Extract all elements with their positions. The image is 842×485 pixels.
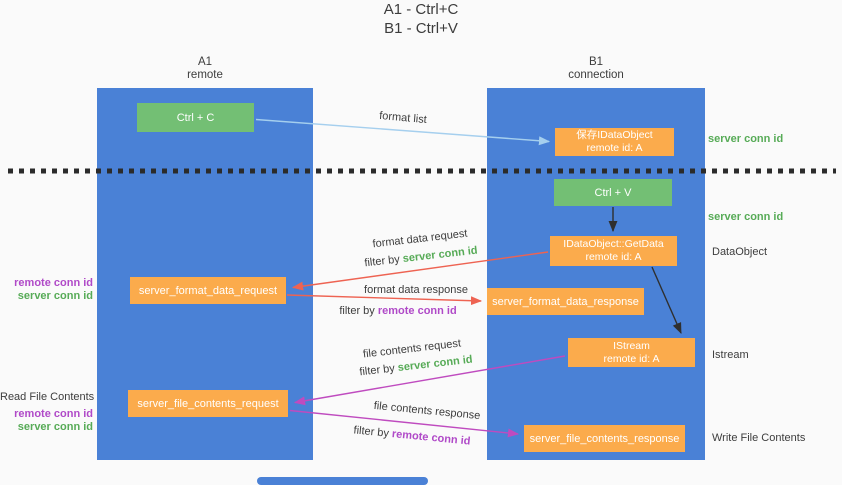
- label-server-conn-id-left-1: server conn id: [17, 290, 93, 302]
- node-save-dataobject-line1: 保存IDataObject: [576, 129, 653, 141]
- node-getdata-line1: IDataObject::GetData: [563, 238, 664, 250]
- title-line-2: B1 - Ctrl+V: [384, 20, 458, 37]
- label-conn-id-pair-2: remote conn id server conn id: [0, 408, 93, 434]
- left-column-header: A1 remote: [97, 56, 313, 82]
- label-server-conn-id-top: server conn id: [708, 133, 784, 145]
- right-column-header: B1 connection: [487, 56, 705, 82]
- label-istream: Istream: [712, 349, 749, 361]
- node-server-file-contents-request[interactable]: server_file_contents_request: [128, 390, 288, 417]
- node-istream[interactable]: IStream remote id: A: [568, 338, 695, 367]
- node-save-dataobject[interactable]: 保存IDataObject remote id: A: [555, 128, 674, 156]
- node-server-format-data-response-label: server_format_data_response: [492, 295, 639, 308]
- left-column-subtitle: remote: [187, 69, 223, 81]
- node-server-file-contents-response-label: server_file_contents_response: [529, 432, 680, 445]
- node-server-file-contents-response[interactable]: server_file_contents_response: [524, 425, 685, 452]
- node-server-format-data-request[interactable]: server_format_data_request: [130, 277, 286, 304]
- title-line-1: A1 - Ctrl+C: [383, 1, 459, 18]
- label-write-file-contents: Write File Contents: [712, 432, 806, 444]
- label-format-list: format list: [378, 109, 428, 127]
- label-filter-by-remote-conn-id-1: filter by remote conn id: [339, 305, 457, 317]
- node-save-dataobject-line2: remote id: A: [586, 142, 643, 154]
- label-read-file-contents: Read File Contents: [0, 391, 95, 403]
- node-ctrl-c[interactable]: Ctrl + C: [137, 103, 254, 132]
- label-remote-conn-id-2: remote conn id: [14, 408, 93, 420]
- node-istream-line2: remote id: A: [603, 352, 660, 365]
- right-column-name: B1: [588, 56, 604, 68]
- horizontal-scrollbar-thumb[interactable]: [257, 477, 428, 485]
- node-ctrl-v-label: Ctrl + V: [594, 186, 632, 199]
- label-file-contents-response: file contents response: [373, 399, 481, 423]
- label-filter-by-remote-conn-id-2: filter by remote conn id: [353, 424, 471, 448]
- label-dataobject: DataObject: [712, 246, 768, 258]
- node-ctrl-v[interactable]: Ctrl + V: [554, 179, 672, 206]
- diagram-title: A1 - Ctrl+C B1 - Ctrl+V: [0, 0, 842, 38]
- node-server-format-data-response[interactable]: server_format_data_response: [487, 288, 644, 315]
- left-column-name: A1: [197, 56, 213, 68]
- node-getdata-line2: remote id: A: [585, 251, 642, 263]
- node-server-format-data-request-label: server_format_data_request: [138, 284, 278, 297]
- label-remote-conn-id-1: remote conn id: [14, 277, 93, 289]
- label-conn-id-pair-1: remote conn id server conn id: [0, 277, 93, 303]
- node-ctrl-c-label: Ctrl + C: [176, 111, 215, 124]
- label-format-data-response: format data response: [364, 284, 468, 296]
- label-server-conn-id-mid: server conn id: [708, 211, 784, 223]
- node-istream-line1: IStream: [613, 339, 650, 352]
- right-column-subtitle: connection: [568, 69, 624, 81]
- node-server-file-contents-request-label: server_file_contents_request: [137, 397, 279, 410]
- node-idataobject-getdata[interactable]: IDataObject::GetData remote id: A: [550, 236, 677, 266]
- label-server-conn-id-left-2: server conn id: [17, 421, 93, 433]
